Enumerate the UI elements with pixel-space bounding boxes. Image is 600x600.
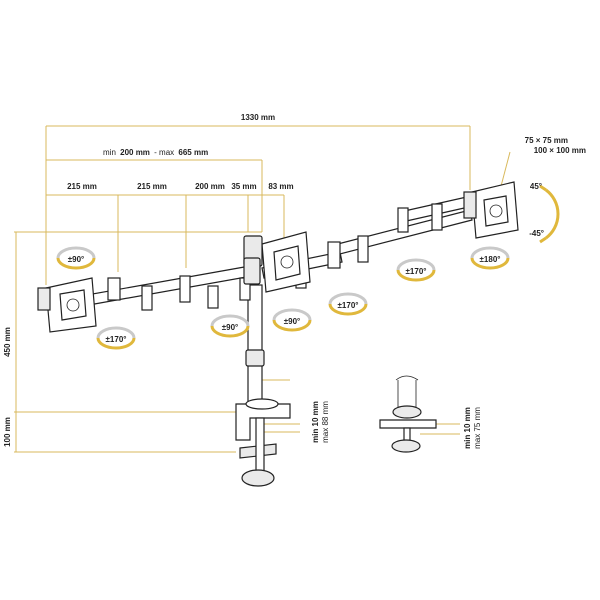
grommet-min-label: min 10 mm <box>463 407 472 449</box>
left-arm <box>69 265 253 309</box>
rotation-indicators: ±90° ±170° ±90° ±90° ±170° ±170° <box>56 182 560 350</box>
center-vesa-plate <box>243 231 311 293</box>
grommet-max-label: max 75 mm <box>473 407 482 449</box>
rotation-right-arm: ±170° <box>396 258 436 282</box>
dimension-labels: 1330 mm min 200 mm - max 665 mm 215 mm 2… <box>3 113 586 449</box>
svg-text:±170°: ±170° <box>406 267 427 276</box>
right-arm-joint-2 <box>397 207 409 233</box>
rotation-mid-arm-2: ±170° <box>328 292 368 316</box>
left-arm-clip-2 <box>207 285 219 309</box>
right-arm-clip-2 <box>357 235 369 263</box>
pole <box>247 284 263 404</box>
clamp-min-label: min 10 mm <box>311 401 320 443</box>
vesa-large-label: 100 × 100 mm <box>534 146 586 155</box>
extension-separator: - max <box>154 148 174 157</box>
rotation-left-plate: ±90° <box>56 246 96 270</box>
mount-drawing <box>37 181 519 487</box>
grommet-base <box>379 375 437 453</box>
svg-text:±180°: ±180° <box>480 255 501 264</box>
segment-3-label: 200 mm <box>195 182 225 191</box>
tilt-indicator: 45° -45° <box>529 182 560 244</box>
rotation-mid-arm-1: ±90° <box>210 314 250 338</box>
segment-2-label: 215 mm <box>137 182 167 191</box>
desk-clamp <box>235 398 291 487</box>
svg-text:±170°: ±170° <box>106 335 127 344</box>
extension-max-value: 665 mm <box>178 148 208 157</box>
height-label: 450 mm <box>3 327 12 357</box>
tilt-down-label: -45° <box>529 229 544 238</box>
right-arm-clip-3 <box>431 203 443 231</box>
vesa-small-label: 75 × 75 mm <box>525 136 568 145</box>
clamp-max-label: max 88 mm <box>321 401 330 443</box>
right-arm-joint-1 <box>327 241 341 269</box>
segment-5-label: 83 mm <box>268 182 293 191</box>
svg-text:±170°: ±170° <box>338 301 359 310</box>
right-vesa-plate <box>463 181 519 239</box>
left-vesa-plate <box>37 277 97 333</box>
svg-text:min 200 mm - max: min 200 mm - max 665 mm <box>103 148 208 157</box>
pole-collar <box>245 349 265 367</box>
svg-text:±90°: ±90° <box>284 317 301 326</box>
svg-text:±90°: ±90° <box>68 255 85 264</box>
base-height-label: 100 mm <box>3 417 12 447</box>
rotation-center-plate: ±90° <box>272 308 312 332</box>
left-arm-joint-2 <box>179 275 191 303</box>
extension-min-value: 200 mm <box>120 148 150 157</box>
dimension-lines <box>14 125 511 453</box>
rotation-right-plate: ±180° <box>470 246 510 270</box>
segment-4-label: 35 mm <box>231 182 256 191</box>
tilt-up-label: 45° <box>530 182 542 191</box>
segment-1-label: 215 mm <box>67 182 97 191</box>
svg-text:±90°: ±90° <box>222 323 239 332</box>
rotation-left-arm: ±170° <box>96 326 136 350</box>
total-width-label: 1330 mm <box>241 113 275 122</box>
left-arm-clip-1 <box>141 285 153 311</box>
extension-min-word: min <box>103 148 116 157</box>
left-arm-joint-1 <box>107 277 121 301</box>
